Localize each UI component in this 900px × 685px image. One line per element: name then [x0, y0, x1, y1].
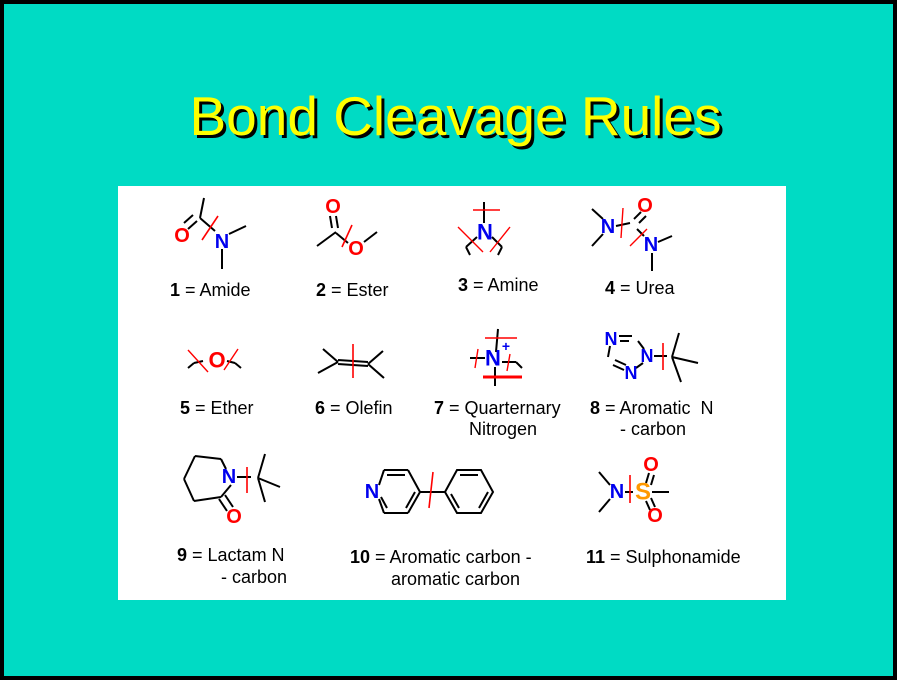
label-number: 4 [605, 278, 616, 298]
label-text: = Olefin [325, 398, 393, 418]
label-number: 1 [170, 280, 181, 300]
label-quaternary-nitrogen: 7 = Quarternary [434, 398, 561, 419]
nitrogen-label: N [605, 329, 618, 349]
structures-panel: O N O O N N O N [118, 186, 786, 600]
label-text: aromatic carbon [391, 569, 521, 589]
nitrogen-label: N [601, 216, 615, 238]
label-text: = Aromatic carbon - [370, 547, 532, 567]
nitrogen-label: N [644, 234, 658, 256]
nitrogen-label: N [365, 481, 379, 503]
label-number: 6 [315, 398, 326, 418]
label-amide: 1 = Amide [170, 280, 251, 301]
label-text: = Ester [326, 280, 389, 300]
label-urea: 4 = Urea [605, 278, 675, 299]
nitrogen-label: N [641, 346, 654, 366]
structure-aromatic-n-carbon: N N N [605, 329, 699, 383]
label-aromatic-n: 8 = Aromatic N [590, 398, 714, 419]
page-title: Bond Cleavage Rules [189, 85, 722, 147]
label-number: 7 [434, 398, 445, 418]
structure-lactam-n-carbon: N O [183, 453, 281, 528]
label-aromatic-carbon: 10 = Aromatic carbon - [350, 547, 532, 568]
label-text: - carbon [620, 419, 687, 439]
label-text: = Urea [615, 278, 675, 298]
structure-sulphonamide: N S O O [598, 454, 669, 527]
label-text: = Sulphonamide [605, 547, 741, 567]
structure-aromatic-carbon: N [365, 469, 495, 514]
plus-charge: + [502, 338, 510, 354]
nitrogen-label: N [215, 231, 229, 253]
label-text: = Amide [180, 280, 251, 300]
label-number: 3 [458, 275, 469, 295]
nitrogen-label: N [610, 481, 624, 503]
structure-olefin [317, 344, 385, 379]
oxygen-label: O [325, 196, 341, 218]
label-number: 2 [316, 280, 327, 300]
structure-ester: O O [316, 196, 378, 260]
structure-amine: N [457, 202, 511, 256]
oxygen-label: O [348, 238, 364, 260]
label-aromatic-carbon-line2: aromatic carbon [391, 569, 520, 590]
nitrogen-label: N [485, 346, 501, 371]
label-text: = Ether [190, 398, 254, 418]
structure-amide: O N [174, 197, 247, 269]
label-text: = Quarternary [444, 398, 561, 418]
label-text: Nitrogen [469, 419, 538, 439]
nitrogen-label: N [625, 363, 638, 383]
oxygen-label: O [208, 348, 225, 373]
sulfur-label: S [635, 479, 651, 506]
structure-ether: O [187, 348, 242, 373]
label-number: 10 [350, 547, 371, 567]
label-olefin: 6 = Olefin [315, 398, 393, 419]
label-quaternary-nitrogen-line2: Nitrogen [469, 419, 537, 440]
oxygen-label: O [226, 506, 242, 528]
label-sulphonamide: 11 = Sulphonamide [586, 547, 741, 568]
label-lactam: 9 = Lactam N [177, 545, 285, 566]
label-number: 8 [590, 398, 601, 418]
structure-urea: N O N [591, 195, 673, 271]
label-aromatic-n-line2: - carbon [620, 419, 686, 440]
structure-quaternary-nitrogen: N + [470, 328, 523, 386]
chemical-structures: O N O O N N O N [174, 195, 699, 528]
label-text: = Lactam N [187, 545, 285, 565]
label-number: 11 [586, 547, 606, 567]
label-text: = Amine [468, 275, 539, 295]
label-text: - carbon [221, 567, 288, 587]
oxygen-label: O [647, 505, 663, 527]
label-ester: 2 = Ester [316, 280, 389, 301]
oxygen-label: O [174, 225, 190, 247]
label-text: = Aromatic N [600, 398, 714, 418]
label-amine: 3 = Amine [458, 275, 539, 296]
label-lactam-line2: - carbon [221, 567, 287, 588]
label-ether: 5 = Ether [180, 398, 254, 419]
oxygen-label: O [643, 454, 659, 476]
oxygen-label: O [637, 195, 653, 217]
nitrogen-label: N [222, 466, 236, 488]
nitrogen-label: N [477, 220, 493, 245]
label-number: 5 [180, 398, 191, 418]
label-number: 9 [177, 545, 188, 565]
